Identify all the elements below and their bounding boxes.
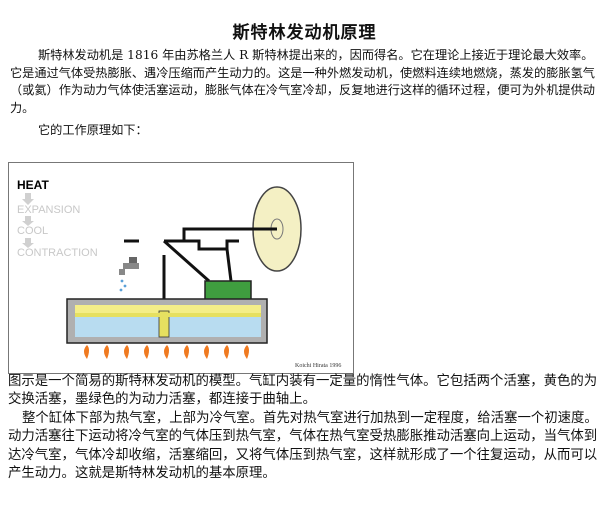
displacer-piston [158,310,170,338]
explanation-paragraph-2: 整个缸体下部为热气室，上部为冷气室。首先对热气室进行加热到一定程度，给活塞一个初… [8,410,598,482]
figure-credit: Koichi Hirata 1996 [295,363,341,369]
explanation-paragraph-1: 图示是一个简易的斯特林发动机的模型。气缸内装有一定量的惰性气体。它包括两个活塞，… [8,374,598,408]
working-principle-label: 它的工作原理如下： [38,123,148,137]
stage-label-contraction: CONTRACTION [17,247,98,259]
stirling-engine-figure: HEAT EXPANSION COOL CONTRACTION [8,162,354,374]
burner-flames [84,345,249,359]
explanation-text: 图示是一个简易的斯特林发动机的模型。气缸内装有一定量的惰性气体。它包括两个活塞，… [8,373,602,483]
stage-label-cool: COOL [17,225,48,237]
stage-arrows [22,193,34,248]
stage-label-heat: HEAT [17,178,49,192]
water-tap-icon [119,257,139,292]
page-title: 斯特林发动机原理 [232,23,377,43]
engine-diagram: HEAT EXPANSION COOL CONTRACTION [17,178,341,369]
displacer-plate [75,313,261,317]
stage-label-expansion: EXPANSION [17,204,80,216]
intro-paragraph: 斯特林发动机是 1816 年由苏格兰人 R 斯特林提出来的，因而得名。它在理论上… [10,48,595,115]
crankshaft [124,227,277,313]
